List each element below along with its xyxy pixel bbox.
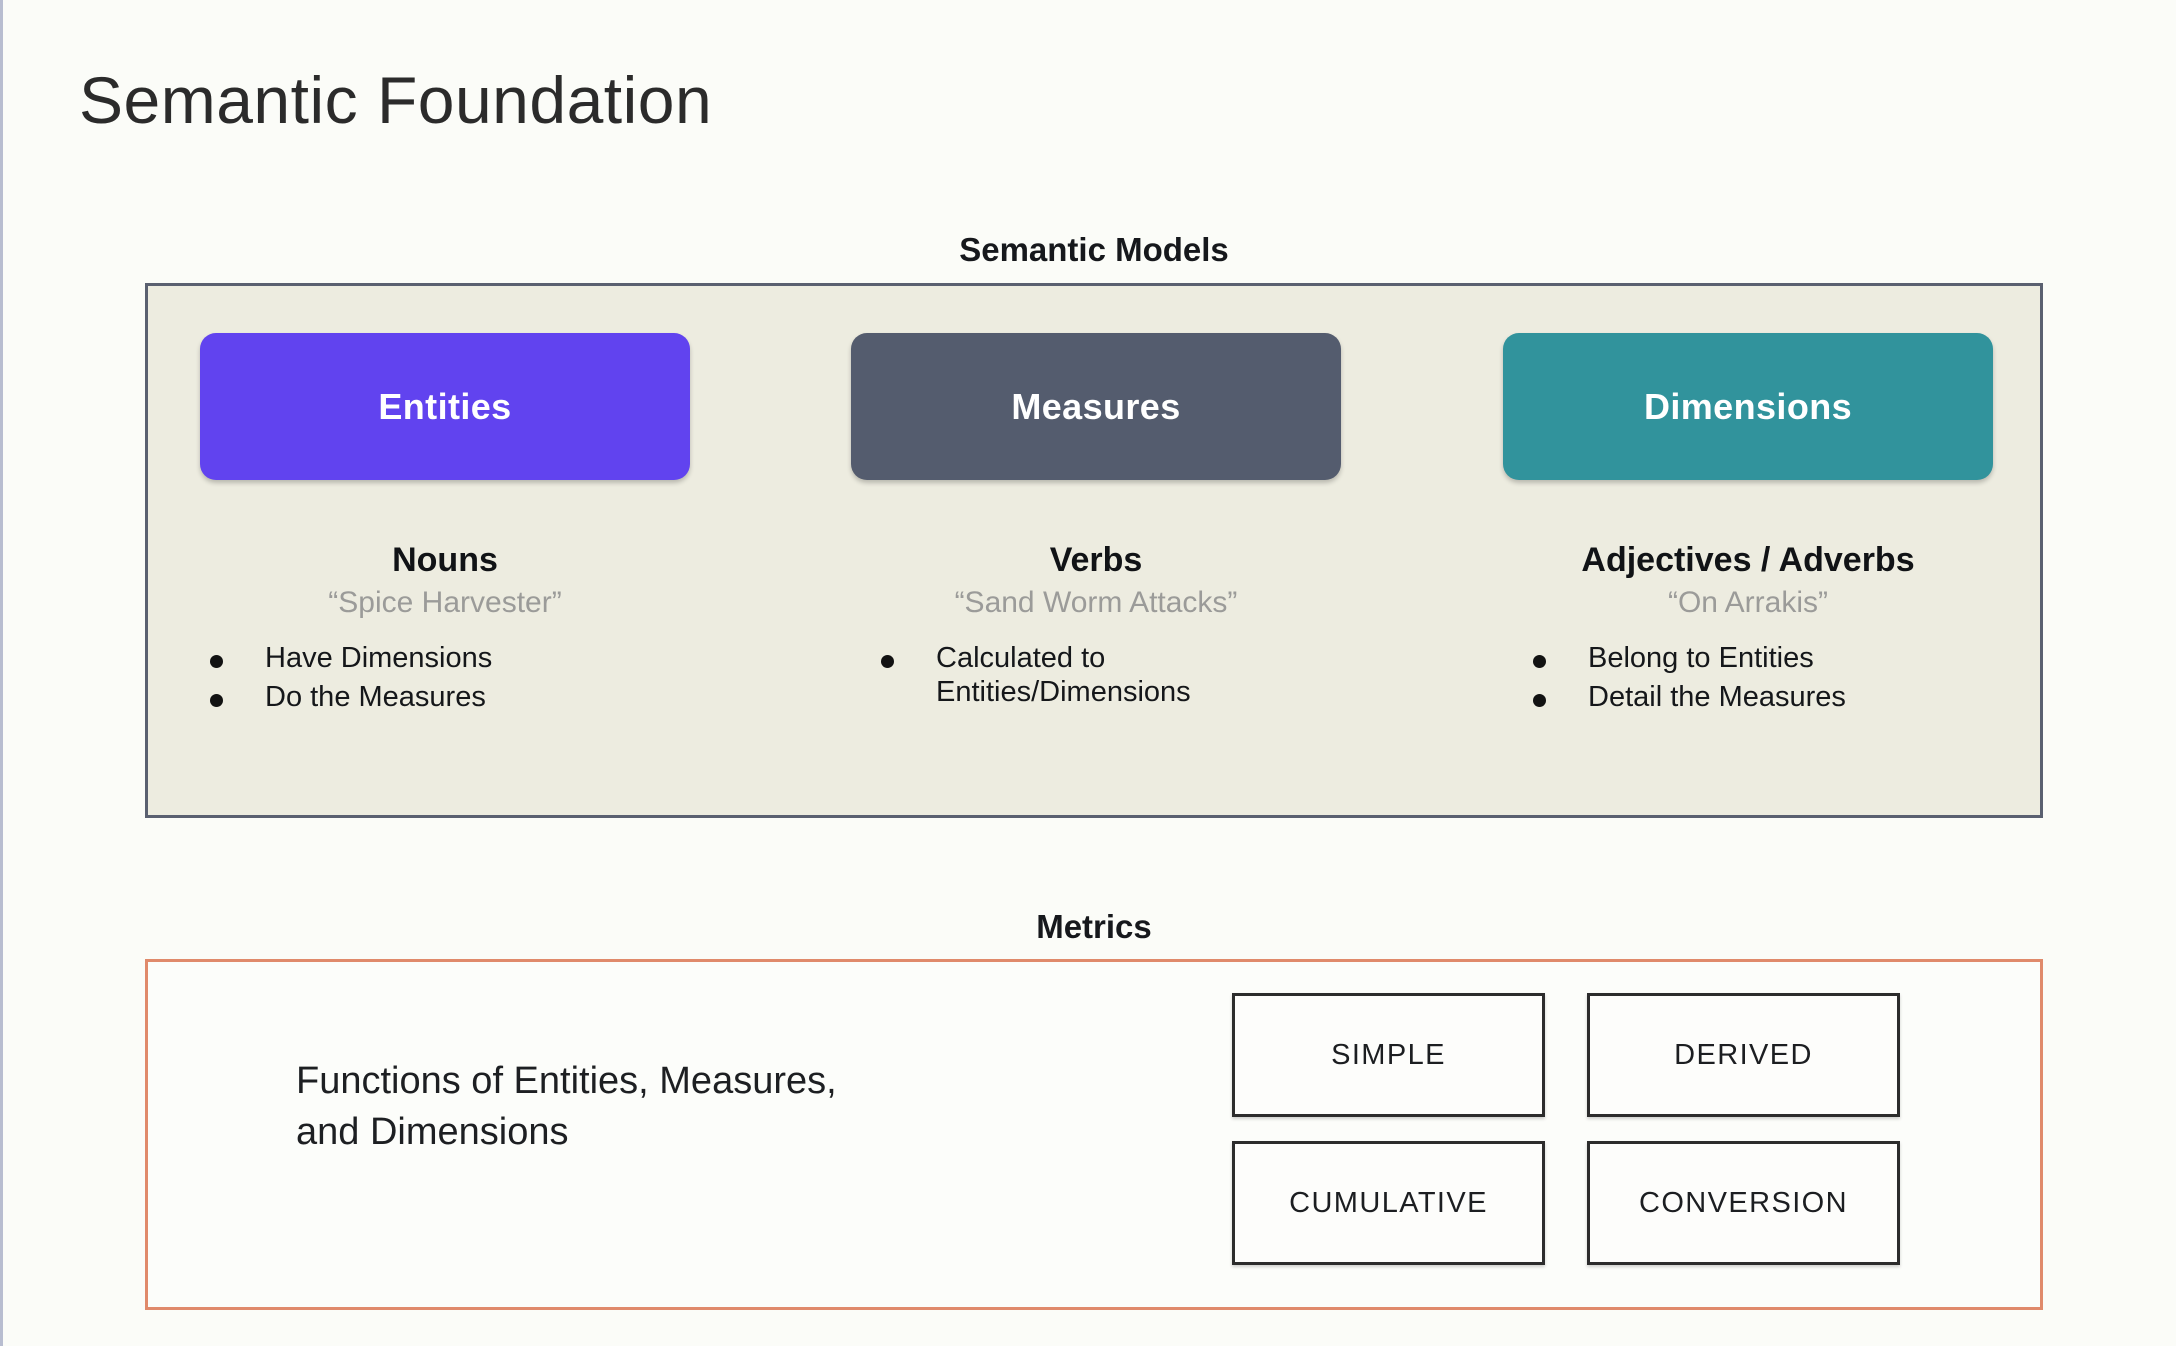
metric-type-grid: SIMPLE DERIVED CUMULATIVE CONVERSION (1232, 993, 1922, 1276)
semantic-column-measures: Measures Verbs “Sand Worm Attacks” Calcu… (851, 286, 1341, 815)
concept-card-label: Dimensions (1643, 385, 1853, 427)
metrics-description: Functions of Entities, Measures, and Dim… (296, 1060, 837, 1153)
list-item: Calculated to Entities/Dimensions (881, 642, 1331, 709)
part-of-speech-example: “Spice Harvester” (328, 586, 562, 619)
concept-card-entities[interactable]: Entities (200, 333, 690, 480)
concept-card-label: Measures (1011, 385, 1181, 427)
semantic-models-panel: Entities Nouns “Spice Harvester” Have Di… (145, 283, 2043, 818)
semantic-models-caption: Semantic Models (959, 231, 1229, 268)
metric-type-simple[interactable]: SIMPLE (1232, 993, 1545, 1117)
bullet-text: Have Dimensions (265, 642, 493, 674)
bullet-text: Do the Measures (265, 680, 486, 713)
concept-card-measures[interactable]: Measures (851, 333, 1341, 480)
part-of-speech-example: “Sand Worm Attacks” (954, 586, 1238, 619)
metrics-panel: Functions of Entities, Measures, and Dim… (145, 959, 2043, 1310)
bullet-dot-icon (1533, 693, 1546, 707)
list-item: Belong to Entities (1533, 642, 1983, 676)
metric-type-derived[interactable]: DERIVED (1587, 993, 1900, 1117)
part-of-speech-example: “On Arrakis” (1667, 586, 1829, 619)
entities-bullet-list: Have Dimensions Do the Measures (210, 642, 690, 719)
bullet-dot-icon (881, 655, 894, 668)
bullet-text: Detail the Measures (1588, 680, 1846, 713)
metric-type-label: CUMULATIVE (1289, 1186, 1488, 1219)
metric-type-conversion[interactable]: CONVERSION (1587, 1141, 1900, 1265)
metric-type-label: CONVERSION (1639, 1186, 1848, 1219)
list-item: Detail the Measures (1533, 681, 1983, 715)
bullet-dot-icon (210, 693, 223, 707)
part-of-speech-title: Nouns (392, 541, 498, 579)
page-title: Semantic Foundation (79, 63, 713, 137)
part-of-speech-title: Adjectives / Adverbs (1581, 541, 1915, 579)
dimensions-bullet-list: Belong to Entities Detail the Measures (1533, 642, 1983, 719)
semantic-column-entities: Entities Nouns “Spice Harvester” Have Di… (200, 286, 690, 815)
bullet-text: Calculated to Entities/Dimensions (936, 642, 1191, 708)
bullet-dot-icon (1533, 655, 1546, 668)
semantic-column-dimensions: Dimensions Adjectives / Adverbs “On Arra… (1503, 286, 1993, 815)
concept-card-label: Entities (378, 385, 512, 427)
bullet-text: Belong to Entities (1588, 642, 1814, 674)
list-item: Do the Measures (210, 681, 690, 715)
measures-bullet-list: Calculated to Entities/Dimensions (881, 642, 1331, 714)
metric-type-label: DERIVED (1674, 1038, 1813, 1071)
part-of-speech-title: Verbs (1049, 541, 1143, 579)
semantic-models-columns: Entities Nouns “Spice Harvester” Have Di… (148, 286, 2040, 815)
bullet-dot-icon (210, 655, 223, 668)
concept-card-dimensions[interactable]: Dimensions (1503, 333, 1993, 480)
metric-type-label: SIMPLE (1331, 1038, 1446, 1071)
list-item: Have Dimensions (210, 642, 690, 676)
metrics-caption: Metrics (1036, 908, 1152, 945)
metric-type-cumulative[interactable]: CUMULATIVE (1232, 1141, 1545, 1265)
